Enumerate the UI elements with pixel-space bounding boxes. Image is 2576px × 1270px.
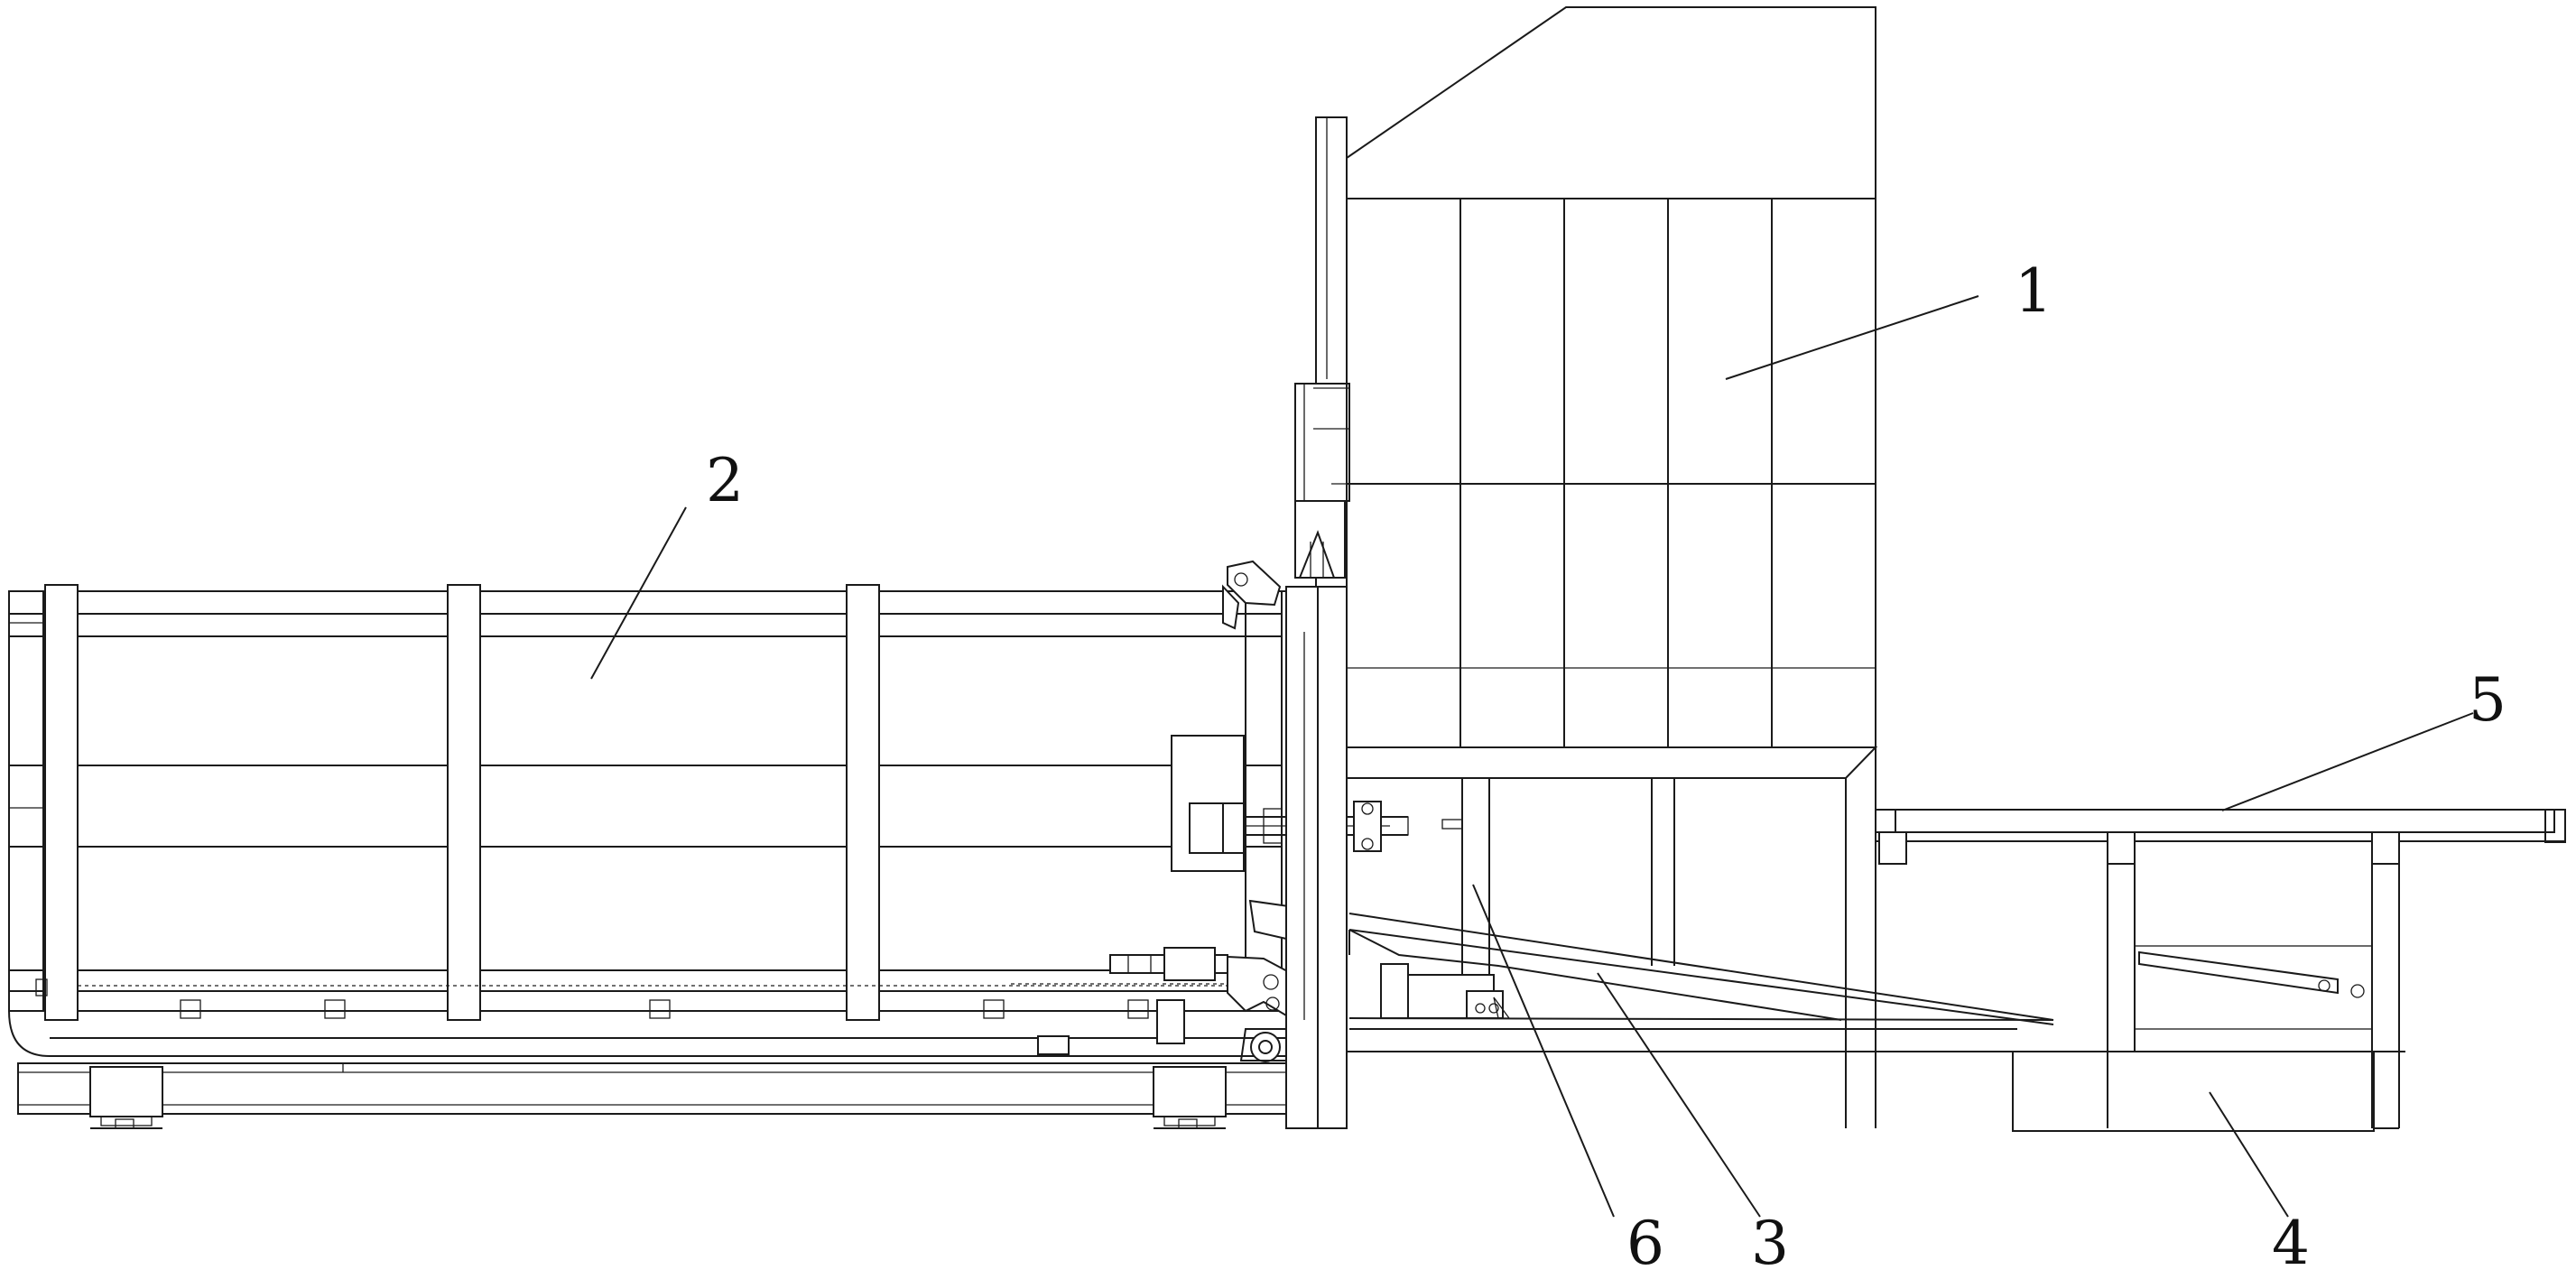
- inclined-chute: [1347, 913, 2405, 1052]
- upper-hopper: [1331, 6, 1878, 1128]
- callout-1-label: 1: [2015, 256, 2052, 326]
- callout-4-label: 4: [2272, 1209, 2310, 1270]
- callout-2-label: 2: [706, 446, 744, 515]
- conveyor-platform: [1875, 809, 2566, 1132]
- callout-5-label: 5: [2469, 665, 2507, 735]
- container-box: [8, 584, 1314, 1129]
- leader-lines: [590, 295, 2474, 1218]
- callout-6-label: 6: [1626, 1209, 1664, 1270]
- callout-3-label: 3: [1751, 1209, 1789, 1270]
- guide-mast: [1285, 116, 1350, 1129]
